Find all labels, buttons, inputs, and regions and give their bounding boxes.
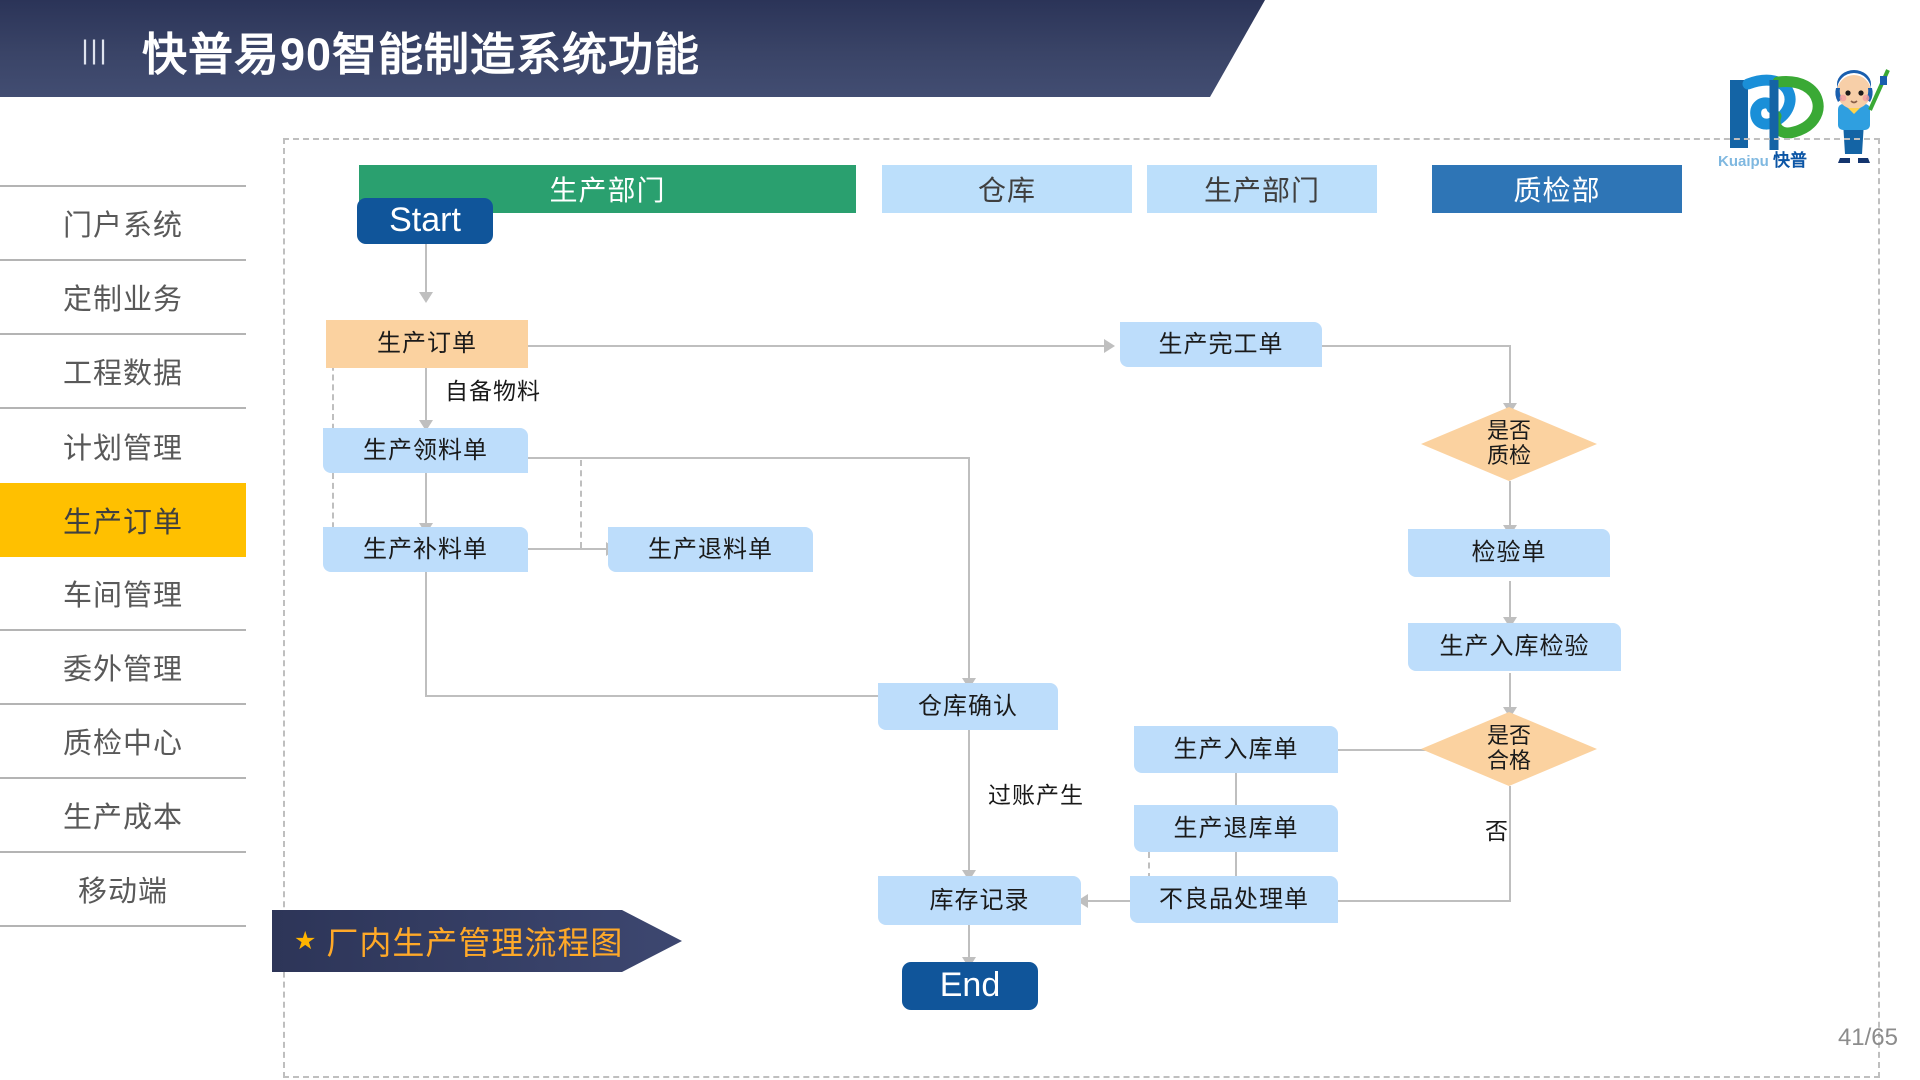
edge-qualified-to-instock bbox=[1325, 749, 1470, 751]
lane-header-qc-dept: 质检部 bbox=[1432, 165, 1682, 213]
edge-outstock-to-defect bbox=[1235, 852, 1237, 890]
edge-picklist-right bbox=[528, 457, 970, 459]
sidebar-item-quality-center[interactable]: 质检中心 bbox=[0, 705, 246, 779]
node-defect-handling[interactable]: 不良品处理单 bbox=[1130, 876, 1338, 923]
arrowhead-right bbox=[1104, 339, 1115, 353]
edge-label-posting: 过账产生 bbox=[988, 782, 1084, 808]
node-extra-material[interactable]: 生产补料单 bbox=[323, 527, 528, 572]
sidebar-item-production-order[interactable]: 生产订单 bbox=[0, 483, 246, 557]
lane-header-production-dept-2: 生产部门 bbox=[1147, 165, 1377, 213]
sidebar-nav[interactable]: 门户系统 定制业务 工程数据 计划管理 生产订单 车间管理 委外管理 质检中心 … bbox=[0, 185, 246, 927]
arrowhead-down bbox=[1503, 617, 1517, 628]
decision-need-qc[interactable]: 是否质检 bbox=[1421, 407, 1597, 481]
node-stock-record[interactable]: 库存记录 bbox=[878, 876, 1081, 925]
edge-stockrecord-to-end bbox=[968, 925, 970, 961]
node-production-order[interactable]: 生产订单 bbox=[326, 320, 528, 368]
banner-label: 厂内生产管理流程图 bbox=[326, 925, 624, 961]
edge-label-no: 否 bbox=[1485, 818, 1509, 844]
edge-inspect-to-instockinspect bbox=[1509, 581, 1511, 621]
decision-label: 是否合格 bbox=[1486, 723, 1531, 773]
edge-order-to-finish bbox=[528, 345, 1106, 347]
lane-header-warehouse: 仓库 bbox=[882, 165, 1132, 213]
sidebar-item-engineering-data[interactable]: 工程数据 bbox=[0, 335, 246, 409]
node-end[interactable]: End bbox=[902, 962, 1038, 1010]
logo-text-cn: 快普 bbox=[1773, 151, 1808, 170]
sidebar-item-workshop-management[interactable]: 车间管理 bbox=[0, 557, 246, 631]
node-inspection-sheet[interactable]: 检验单 bbox=[1408, 529, 1610, 577]
edge-instockinspect-to-qualified bbox=[1509, 673, 1511, 711]
edge-order-to-picklist bbox=[425, 368, 427, 424]
sidebar-item-label: 生产成本 bbox=[62, 802, 183, 834]
sidebar-item-label: 委外管理 bbox=[62, 654, 183, 686]
app-header-bar bbox=[0, 0, 1265, 97]
sidebar-item-plan-management[interactable]: 计划管理 bbox=[0, 409, 246, 483]
node-finish-order[interactable]: 生产完工单 bbox=[1120, 322, 1322, 367]
node-picking-list[interactable]: 生产领料单 bbox=[323, 428, 528, 473]
kuaipu-logo: Kuaipu 快普 bbox=[1712, 62, 1902, 174]
decision-label: 是否质检 bbox=[1486, 418, 1531, 468]
node-start[interactable]: Start bbox=[357, 198, 493, 244]
sidebar-item-label: 工程数据 bbox=[62, 358, 183, 390]
logo-wordmark: Kuaipu 快普 bbox=[1718, 146, 1807, 171]
decision-qualified[interactable]: 是否合格 bbox=[1421, 712, 1597, 786]
node-outstock-order[interactable]: 生产退库单 bbox=[1134, 805, 1338, 852]
node-instock-order[interactable]: 生产入库单 bbox=[1134, 726, 1338, 773]
edge-label-self-material: 自备物料 bbox=[445, 378, 541, 404]
edge-finish-down bbox=[1509, 345, 1511, 407]
edge-extra-to-return bbox=[528, 548, 608, 550]
sidebar-item-label: 生产订单 bbox=[62, 507, 183, 539]
arrowhead-down bbox=[419, 292, 433, 303]
arrowhead-down bbox=[419, 420, 433, 431]
edge-qc-to-inspect bbox=[1509, 481, 1511, 529]
edge-qualified-no-down bbox=[1509, 786, 1511, 902]
sidebar-item-label: 定制业务 bbox=[62, 284, 183, 316]
edge-defect-to-stockrecord bbox=[1081, 900, 1153, 902]
flowchart-canvas: 生产部门 仓库 生产部门 质检部 自备物料 bbox=[283, 138, 1880, 1078]
edge-picklist-to-extra bbox=[425, 473, 427, 527]
edge-extra-down bbox=[425, 572, 427, 697]
node-return-material[interactable]: 生产退料单 bbox=[608, 527, 813, 572]
sidebar-item-portal[interactable]: 门户系统 bbox=[0, 187, 246, 261]
sidebar-item-mobile[interactable]: 移动端 bbox=[0, 853, 246, 927]
arrowhead-left bbox=[1077, 894, 1088, 908]
sidebar-item-label: 质检中心 bbox=[62, 728, 183, 760]
hamburger-lines-icon[interactable]: ||| bbox=[81, 34, 109, 65]
section-banner: ★ 厂内生产管理流程图 bbox=[272, 910, 682, 972]
edge-start-to-order bbox=[425, 240, 427, 296]
sidebar-item-label: 车间管理 bbox=[62, 580, 183, 612]
logo-graphic bbox=[1730, 69, 1890, 163]
node-instock-inspection[interactable]: 生产入库检验 bbox=[1408, 623, 1621, 671]
sidebar-item-custom-business[interactable]: 定制业务 bbox=[0, 261, 246, 335]
edge-extra-right bbox=[425, 695, 893, 697]
logo-text-en: Kuaipu bbox=[1718, 153, 1769, 170]
edge-dashed-mid bbox=[580, 460, 582, 548]
edge-warehouse-to-stockrecord bbox=[968, 730, 970, 874]
edge-picklist-down bbox=[968, 457, 970, 682]
sidebar-item-outsourcing[interactable]: 委外管理 bbox=[0, 631, 246, 705]
edge-instock-to-outstock bbox=[1235, 773, 1237, 811]
star-icon: ★ bbox=[294, 927, 317, 955]
sidebar-item-label: 门户系统 bbox=[62, 210, 183, 242]
node-warehouse-confirm[interactable]: 仓库确认 bbox=[878, 683, 1058, 730]
edge-finish-right bbox=[1322, 345, 1511, 347]
sidebar-item-production-cost[interactable]: 生产成本 bbox=[0, 779, 246, 853]
sidebar-item-label: 移动端 bbox=[77, 876, 168, 908]
page-number: 41/65 bbox=[1837, 1024, 1898, 1051]
edge-dashed-outstock-down bbox=[1148, 831, 1150, 900]
sidebar-item-label: 计划管理 bbox=[62, 433, 183, 465]
arrowhead-down bbox=[962, 870, 976, 881]
page-title: 快普易90智能制造系统功能 bbox=[142, 29, 701, 80]
edge-qualified-no-left bbox=[1333, 900, 1511, 902]
